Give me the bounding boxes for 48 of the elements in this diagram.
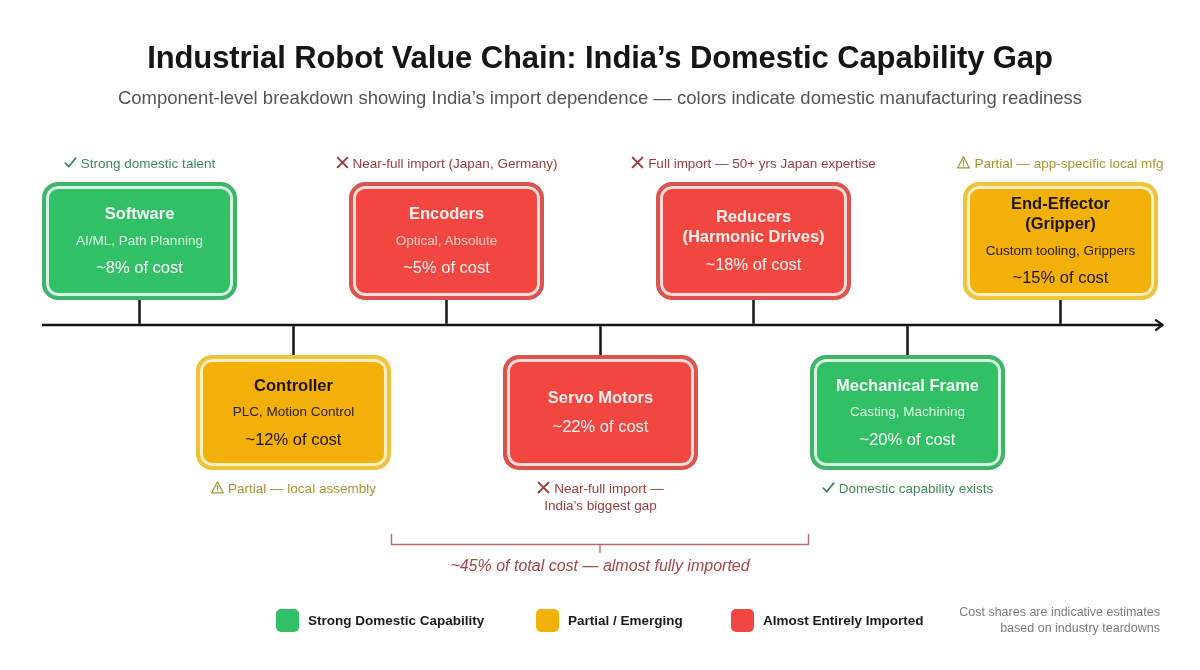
component-examples: Custom tooling, Grippers — [985, 242, 1136, 259]
diagram-title: Industrial Robot Value Chain: India’s Domestic Capability Gap — [147, 40, 1053, 76]
cost-share: ~20% of cost — [859, 429, 956, 450]
cost-share: ~5% of cost — [403, 258, 490, 278]
status-note: Domestic capability exists — [838, 481, 994, 496]
connector-line — [1059, 300, 1062, 324]
legend-label: Almost Entirely Imported — [763, 613, 924, 628]
component-examples: PLC, Motion Control — [232, 404, 355, 421]
status-note: Near-full import (Japan, Germany) — [352, 156, 558, 171]
component-title: Reducers (Harmonic Drives) — [681, 206, 826, 247]
status-note: Partial — local assembly — [228, 481, 376, 496]
connector-line — [752, 300, 755, 324]
connector-line — [138, 300, 141, 324]
component-box — [349, 182, 544, 300]
connector-line — [445, 300, 448, 324]
bracket-label: ~45% of total cost — almost fully imported — [450, 557, 750, 575]
connector-line — [906, 326, 909, 355]
component-title: Controller — [254, 375, 333, 396]
cost-share: ~18% of cost — [705, 255, 802, 276]
cost-share: ~8% of cost — [96, 258, 183, 278]
component-examples: AI/ML, Path Planning — [76, 232, 203, 250]
component-box — [503, 355, 698, 470]
status-note: Partial — app-specific local mfg — [974, 156, 1164, 171]
component-title: Servo Motors — [547, 388, 654, 408]
status-note: Near-full import — India’s biggest gap — [544, 481, 664, 513]
component-box — [196, 355, 391, 470]
cost-share: ~22% of cost — [552, 417, 649, 437]
component-examples: Casting, Machining — [850, 404, 965, 421]
legend-label: Partial / Emerging — [568, 613, 683, 628]
component-examples: Optical, Absolute — [395, 232, 498, 250]
status-note: Strong domestic talent — [80, 156, 216, 171]
component-title: Software — [104, 204, 175, 224]
diagram-subtitle: Component-level breakdown showing India’s import dependence — colors indicate domestic manufacturing readiness — [117, 87, 1083, 109]
component-box — [656, 182, 851, 300]
component-box — [42, 182, 237, 300]
cost-share: ~15% of cost — [1012, 268, 1109, 288]
component-title: End-Effector (Gripper) — [1010, 194, 1111, 234]
status-note: Full import — 50+ yrs Japan expertise — [648, 156, 876, 171]
component-box — [810, 355, 1005, 470]
legend-label: Strong Domestic Capability — [308, 613, 485, 628]
timeline-axis — [42, 319, 1164, 331]
footnote: Cost shares are indicative estimates based on industry teardowns — [958, 604, 1160, 636]
component-title: Encoders — [408, 204, 485, 224]
component-title: Mechanical Frame — [835, 375, 980, 396]
cost-share: ~12% of cost — [245, 429, 342, 450]
connector-line — [599, 326, 602, 355]
component-box — [963, 182, 1158, 300]
connector-line — [292, 326, 295, 355]
